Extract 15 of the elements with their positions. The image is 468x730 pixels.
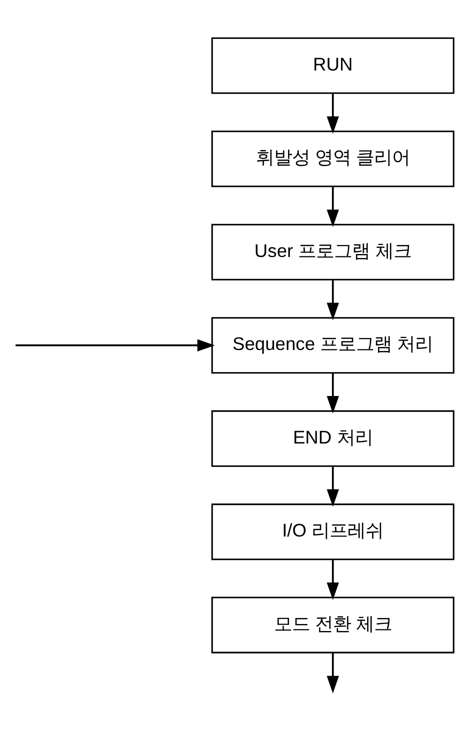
node-box: User 프로그램 체크 (211, 224, 454, 280)
arrow (326, 559, 339, 600)
node-box: 휘발성 영역 클리어 (211, 130, 454, 188)
arrow (326, 186, 339, 228)
node-box: RUN (211, 37, 454, 94)
arrow (326, 652, 339, 694)
node-box: Sequence 프로그램 처리 (211, 317, 454, 374)
arrow (326, 280, 339, 320)
arrow (326, 372, 339, 414)
node-box: I/O 리프레쉬 (211, 504, 454, 560)
arrow (326, 93, 339, 134)
node-box: END 처리 (211, 410, 454, 467)
arrow (326, 466, 339, 507)
arrow (16, 339, 215, 352)
node-box: 모드 전환 체크 (211, 596, 454, 654)
